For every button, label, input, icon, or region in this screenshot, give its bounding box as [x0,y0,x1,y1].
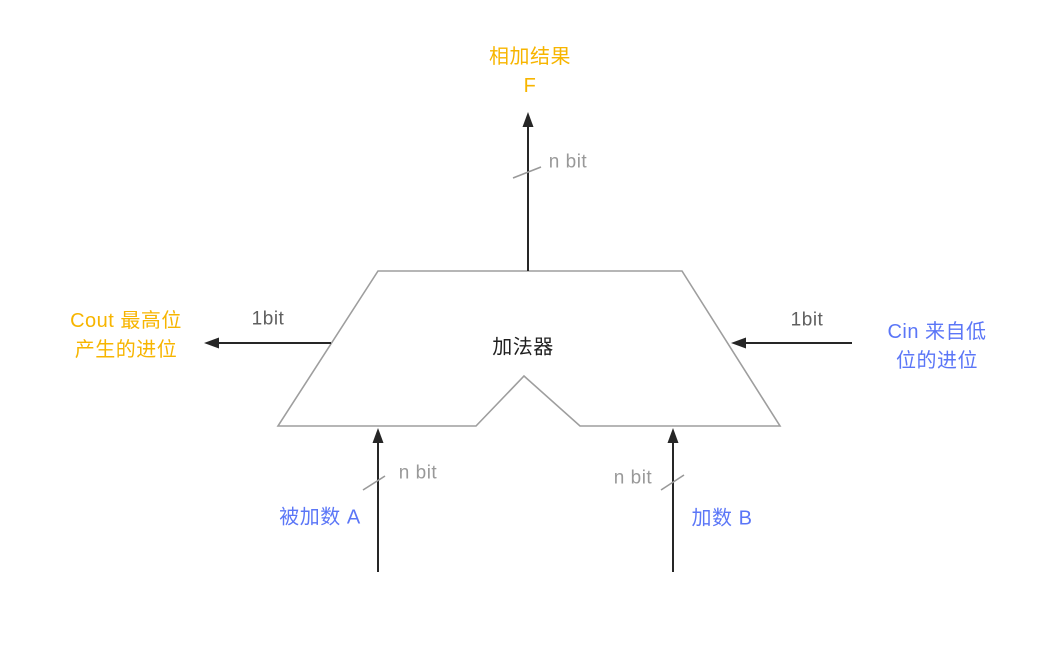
carry-in-label-line1: Cin 来自低 [887,321,987,343]
output-arrow [522,112,534,271]
carry-in-label: Cin 来自低 位的进位 [887,318,986,376]
carry-in-arrow [731,337,852,349]
carry-out-label-line2: 产生的进位 [74,339,178,361]
output-result-label-line2: F [523,75,537,97]
carry-out-label-line1: Cout 最高位 [70,310,182,332]
bus-tick-input-a [362,475,386,491]
input-a-arrow [372,428,384,572]
output-result-label: 相加结果 F [489,43,571,101]
input-a-label: 被加数 A [279,506,361,529]
bus-width-label-input-a: n bit [398,462,438,484]
carry-out-arrow [204,337,331,349]
bus-width-label-input-b: n bit [613,467,653,489]
bus-tick-top [512,166,542,179]
carry-out-label: Cout 最高位 产生的进位 [70,307,182,365]
input-b-arrow [667,428,679,572]
bus-width-label-top: n bit [548,151,588,173]
bit-width-label-carry-in: 1bit [790,309,824,331]
input-b-label: 加数 B [691,507,753,530]
carry-in-label-line2: 位的进位 [895,350,978,372]
bus-tick-input-b [660,474,685,491]
output-result-label-line1: 相加结果 [489,46,571,68]
adder-label: 加法器 [492,336,554,359]
bit-width-label-carry-out: 1bit [251,308,285,330]
adder-trapezoid-shape [276,270,782,427]
